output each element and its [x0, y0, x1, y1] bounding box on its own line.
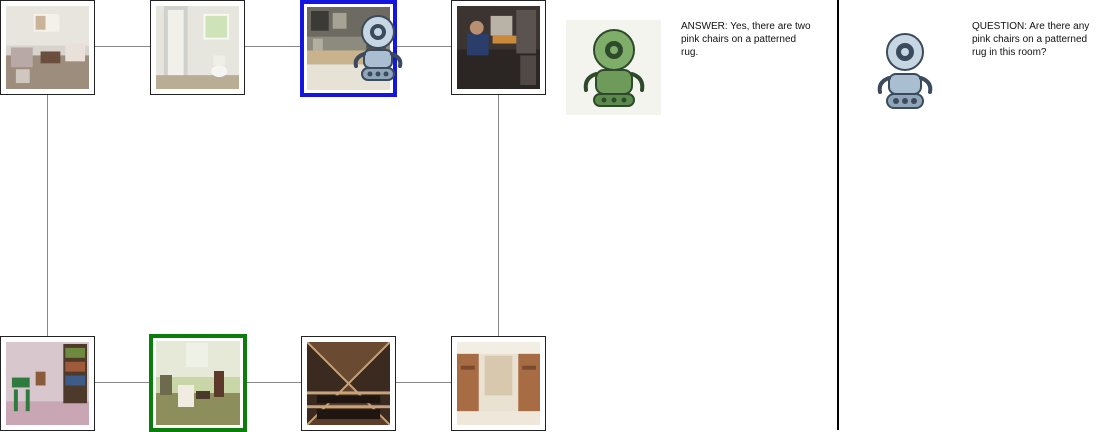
- wine-cellar-photo: [306, 341, 391, 426]
- answer-robot-icon: [583, 29, 645, 107]
- node-closet[interactable]: [451, 336, 546, 431]
- node-workstation[interactable]: [451, 0, 546, 95]
- room-graph: [0, 0, 546, 432]
- sitting-room-photo: [156, 341, 240, 425]
- edge-living-craft: [47, 94, 48, 337]
- workstation-photo: [457, 6, 540, 89]
- edge-wine-closet: [395, 382, 452, 383]
- answer-text: ANSWER: Yes, there are two pink chairs o…: [681, 21, 811, 58]
- edge-lab-workstation: [396, 46, 452, 47]
- craft-room-photo: [6, 342, 89, 425]
- question-robot-icon: [877, 33, 933, 109]
- panel-divider: [837, 0, 839, 430]
- living-room-photo: [6, 6, 89, 89]
- node-craft-room[interactable]: [0, 336, 95, 431]
- edge-living-bathroom: [94, 46, 151, 47]
- node-sitting-room[interactable]: [149, 334, 247, 432]
- edge-workstation-closet: [498, 94, 499, 337]
- answer-robot-card: [566, 20, 661, 115]
- closet-photo: [457, 342, 540, 425]
- node-bathroom[interactable]: [150, 0, 245, 95]
- edge-bathroom-lab: [244, 46, 301, 47]
- node-wine-cellar[interactable]: [301, 336, 396, 431]
- node-living-room[interactable]: [0, 0, 95, 95]
- question-text: QUESTION: Are there any pink chairs on a…: [972, 21, 1090, 58]
- bathroom-photo: [156, 6, 239, 89]
- edge-craft-sitting: [94, 382, 150, 383]
- edge-sitting-wine: [246, 382, 302, 383]
- agent-robot-icon: [353, 15, 403, 81]
